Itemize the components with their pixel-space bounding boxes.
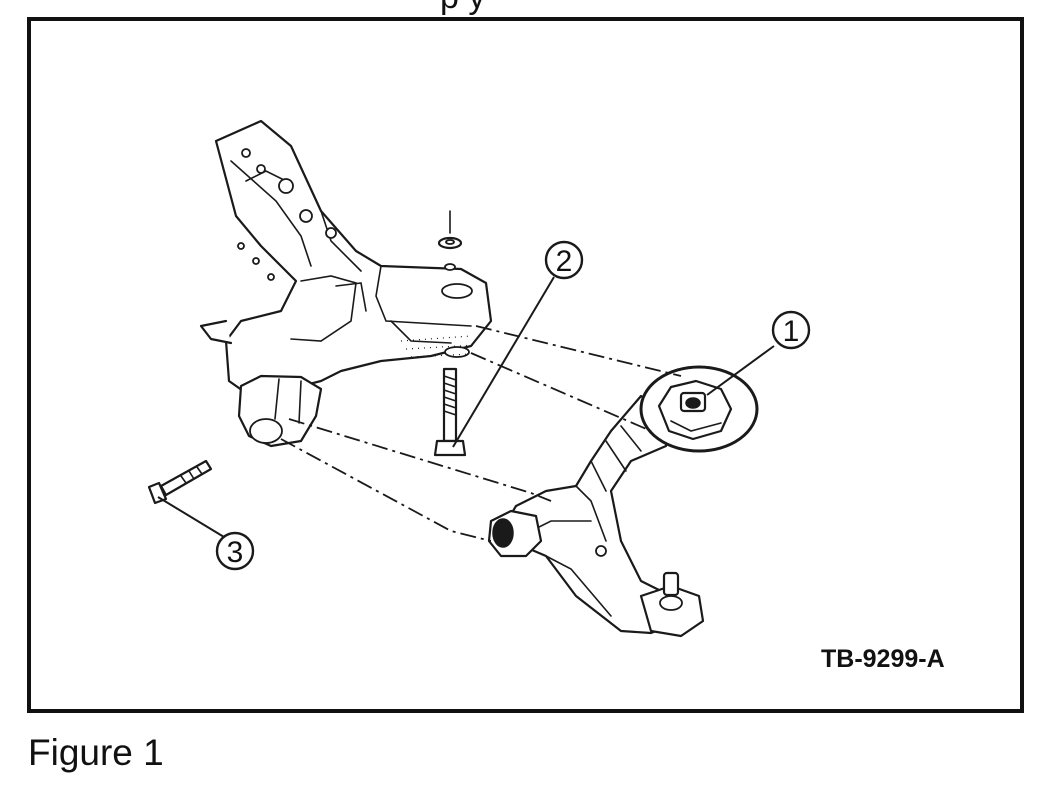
callout-2-label: 2 [556,245,573,278]
horizontal-bolt [147,459,213,505]
callout-1-label: 1 [783,315,800,348]
figure-frame: 1 2 3 TB-9299-A [27,17,1024,713]
suspension-diagram: 1 2 3 [147,119,811,638]
reference-code: TB-9299-A [821,645,945,673]
callout-3: 3 [157,496,255,571]
callout-2: 2 [452,240,584,448]
bushing [639,365,759,453]
callout-3-label: 3 [227,536,244,569]
vertical-bolt [433,367,467,457]
lower-control-arm [487,394,705,638]
figure-caption: Figure 1 [28,732,164,773]
clipped-header-text: p y [440,0,485,17]
subframe [199,119,493,448]
nut-washer [437,210,463,271]
callout-1: 1 [706,310,811,396]
